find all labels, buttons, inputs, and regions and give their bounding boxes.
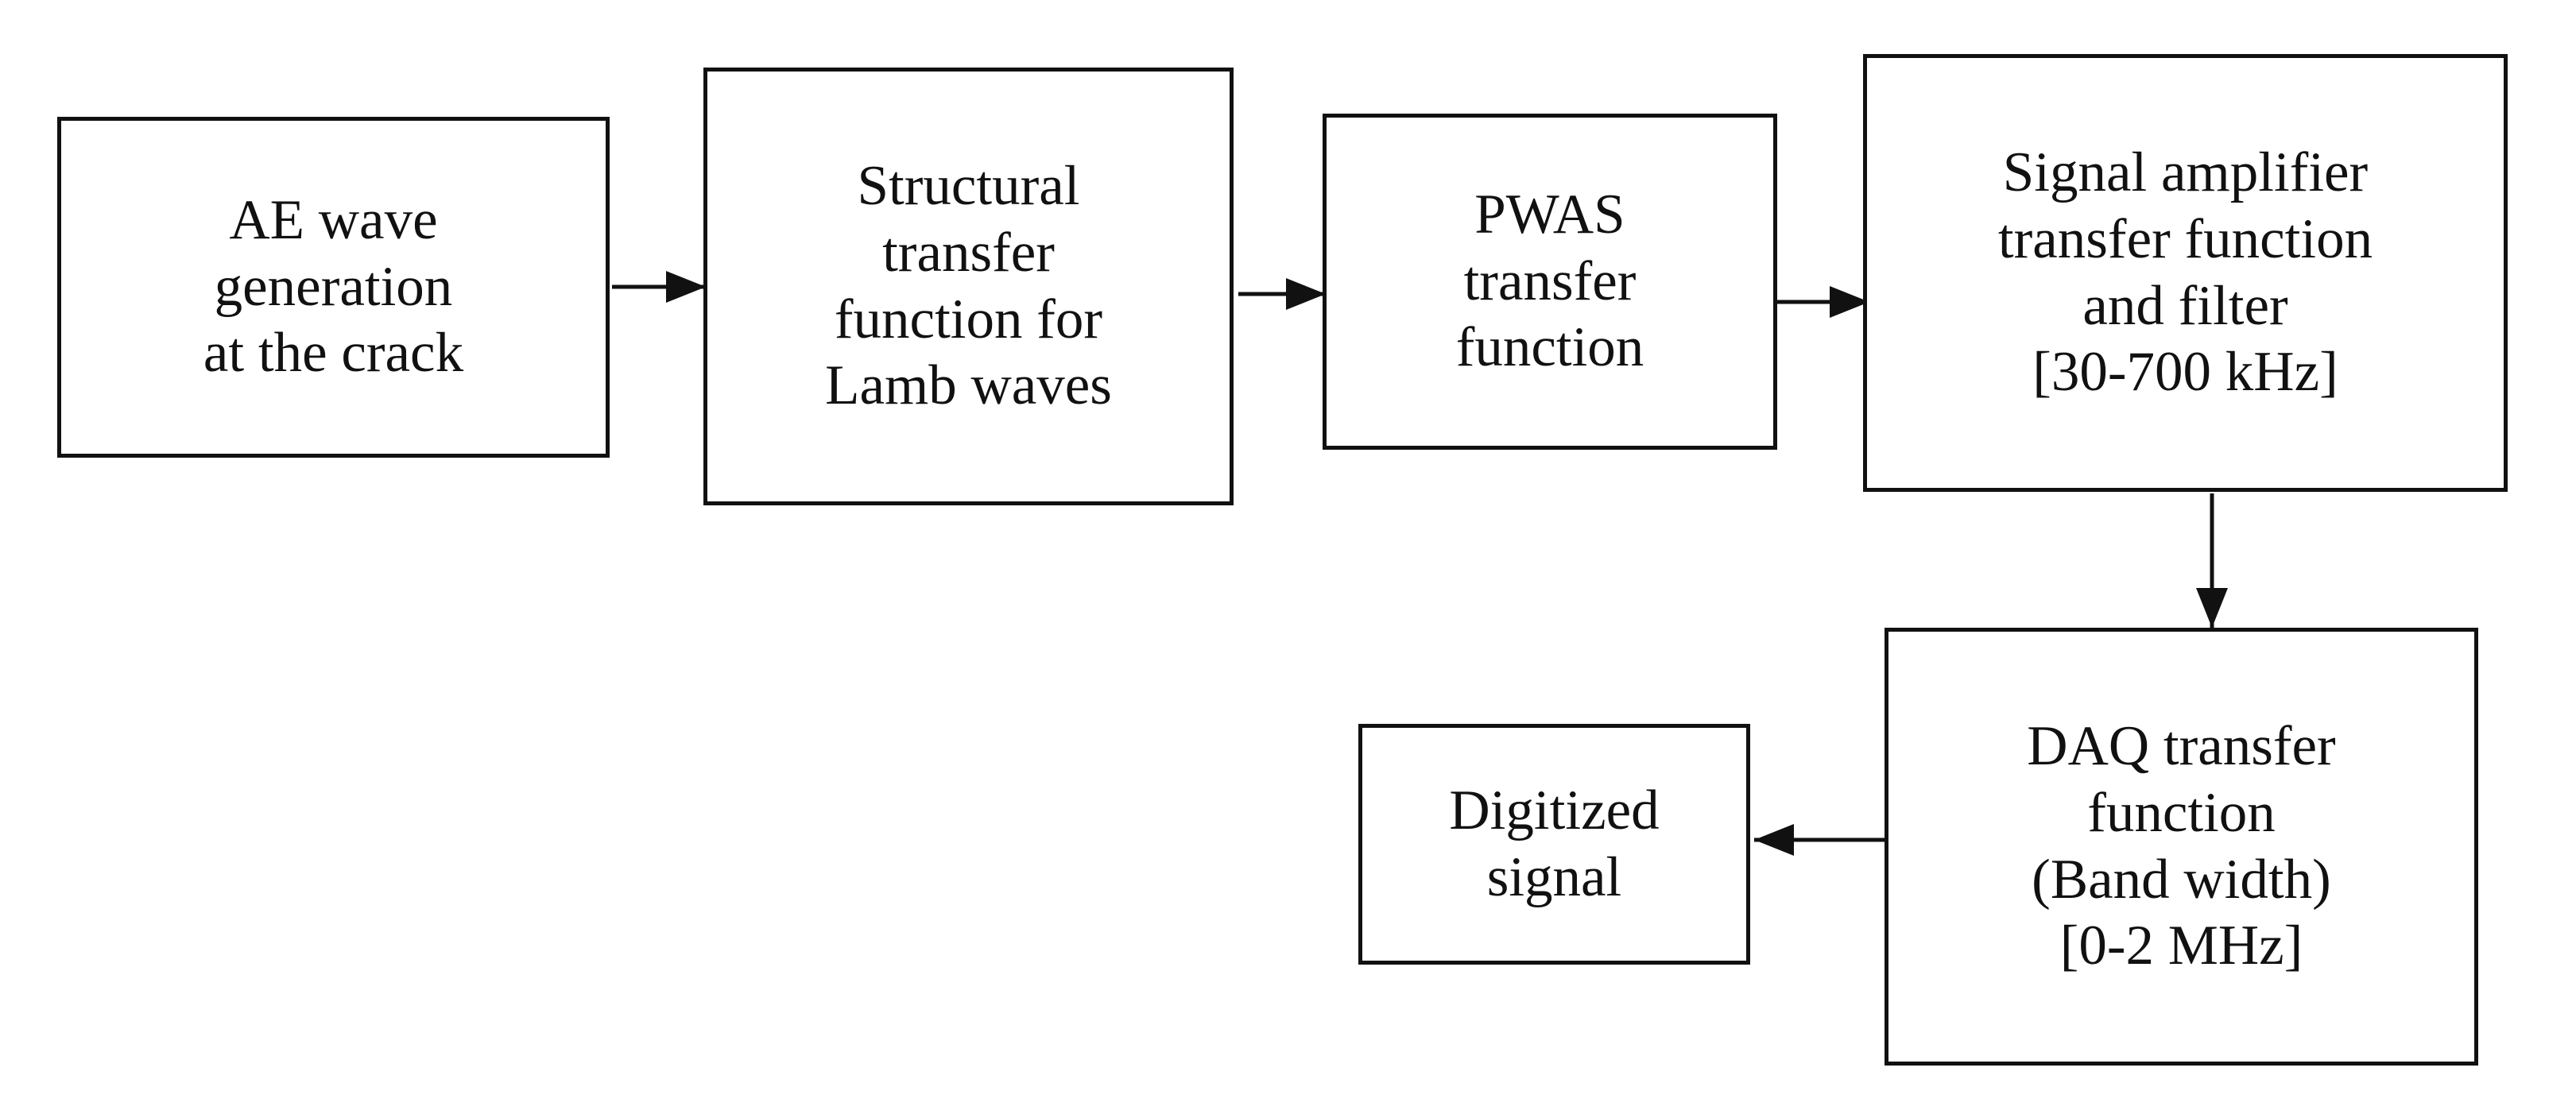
box-label-line: [30-700 kHz] [2032, 341, 2338, 404]
box-label: Signal amplifier transfer function and f… [1998, 140, 2373, 406]
box-label-line: [0-2 MHz] [2059, 915, 2303, 977]
box-label-line: (Band width) [2032, 848, 2331, 911]
box-label-line: and filter [2082, 274, 2288, 337]
box-label-line: generation [214, 255, 453, 318]
box-label-line: DAQ transfer [2027, 714, 2336, 777]
box-label: Structural transfer function for Lamb wa… [825, 153, 1112, 420]
box-label-line: transfer [882, 221, 1055, 284]
box-daq-transfer-function: DAQ transfer function (Band width) [0-2 … [1885, 628, 2478, 1066]
box-label-line: signal [1486, 845, 1622, 908]
box-label-line: transfer [1463, 249, 1637, 312]
box-label-line: function for [834, 288, 1103, 350]
box-label-line: Digitized [1449, 779, 1660, 841]
box-label-line: AE wave [229, 188, 438, 251]
box-pwas-transfer-function: PWAS transfer function [1323, 114, 1777, 450]
box-label-line: PWAS [1474, 183, 1625, 246]
box-label-line: function [1455, 316, 1644, 379]
box-label: Digitized signal [1449, 778, 1659, 911]
box-ae-wave-generation: AE wave generation at the crack [57, 117, 610, 458]
box-label-line: Structural [857, 154, 1080, 217]
box-label: PWAS transfer function [1456, 182, 1644, 381]
box-label-line: at the crack [203, 322, 464, 385]
box-label: AE wave generation at the crack [203, 188, 463, 387]
box-digitized-signal: Digitized signal [1358, 724, 1750, 965]
box-label-line: Lamb waves [825, 354, 1112, 417]
box-signal-amplifier: Signal amplifier transfer function and f… [1863, 54, 2508, 492]
box-structural-transfer-function: Structural transfer function for Lamb wa… [703, 68, 1234, 505]
box-label-line: function [2087, 781, 2276, 844]
box-label-line: Signal amplifier [2002, 141, 2369, 203]
box-label-line: transfer function [1997, 207, 2373, 270]
box-label: DAQ transfer function (Band width) [0-2 … [2027, 714, 2335, 980]
